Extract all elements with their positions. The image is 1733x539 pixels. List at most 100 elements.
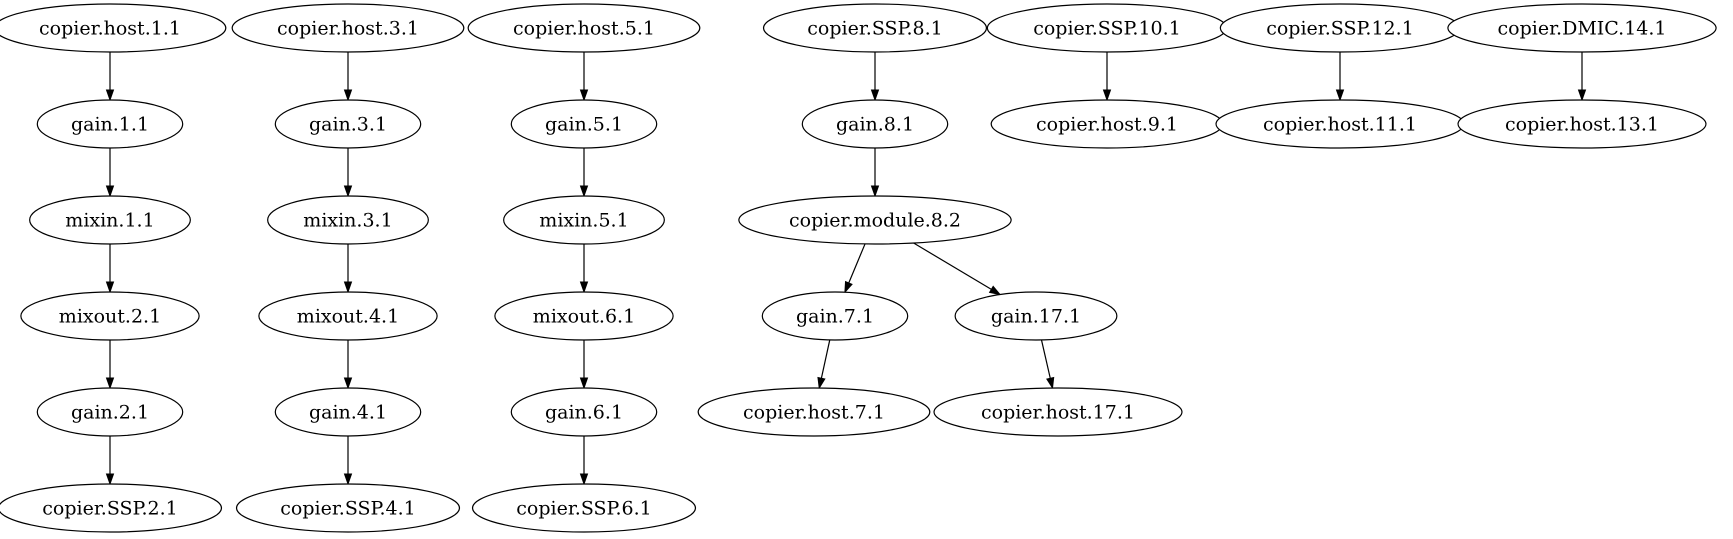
edge-mixin.5.1-to-mixout.6.1 xyxy=(579,244,589,294)
edge-gain.17.1-to-copier.host.17.1 xyxy=(1040,339,1055,390)
edge-arrowhead-icon xyxy=(105,473,115,486)
edge-copier.DMIC.14.1-to-copier.host.13.1 xyxy=(1577,52,1587,102)
graph-node-mixout.2.1: mixout.2.1 xyxy=(20,291,200,341)
edge-arrowhead-icon xyxy=(1102,89,1112,102)
edge-copier.host.5.1-to-gain.5.1 xyxy=(579,52,589,102)
node-ellipse xyxy=(267,195,429,245)
graph-node-mixout.6.1: mixout.6.1 xyxy=(494,291,674,341)
edge-arrowhead-icon xyxy=(579,473,589,486)
graph-node-gain.4.1: gain.4.1 xyxy=(274,387,422,437)
graph-node-copier.SSP.4.1: copier.SSP.4.1 xyxy=(235,483,461,533)
edge-arrowhead-icon xyxy=(105,377,115,390)
graph-node-copier.host.7.1: copier.host.7.1 xyxy=(697,387,931,437)
edge-arrowhead-icon xyxy=(844,280,853,294)
edge-arrowhead-icon xyxy=(579,281,589,294)
edge-arrowhead-icon xyxy=(105,281,115,294)
edge-copier.host.1.1-to-gain.1.1 xyxy=(105,52,115,102)
graph-node-gain.6.1: gain.6.1 xyxy=(510,387,658,437)
edge-arrowhead-icon xyxy=(105,185,115,198)
graph-node-gain.3.1: gain.3.1 xyxy=(274,99,422,149)
graph-node-gain.17.1: gain.17.1 xyxy=(954,291,1118,341)
node-label: copier.SSP.12.1 xyxy=(1266,18,1414,40)
edge-line xyxy=(913,242,992,290)
graph-node-mixin.5.1: mixin.5.1 xyxy=(503,195,665,245)
edge-gain.5.1-to-mixin.5.1 xyxy=(579,148,589,198)
node-ellipse xyxy=(503,195,665,245)
node-label: copier.SSP.2.1 xyxy=(42,498,178,520)
edge-arrowhead-icon xyxy=(579,377,589,390)
graph-node-copier.SSP.2.1: copier.SSP.2.1 xyxy=(0,483,223,533)
graph-node-copier.host.17.1: copier.host.17.1 xyxy=(933,387,1183,437)
node-layer: copier.host.1.1gain.1.1mixin.1.1mixout.2… xyxy=(0,3,1717,533)
node-ellipse xyxy=(933,387,1183,437)
node-label: copier.host.9.1 xyxy=(1036,114,1178,136)
edge-arrowhead-icon xyxy=(343,281,353,294)
graph-node-copier.host.5.1: copier.host.5.1 xyxy=(467,3,701,53)
edge-mixout.2.1-to-gain.2.1 xyxy=(105,340,115,390)
node-label: copier.DMIC.14.1 xyxy=(1498,18,1667,40)
graph-node-copier.host.9.1: copier.host.9.1 xyxy=(990,99,1224,149)
node-ellipse xyxy=(29,195,191,245)
graph-node-mixin.1.1: mixin.1.1 xyxy=(29,195,191,245)
edge-copier.module.8.2-to-gain.7.1 xyxy=(844,243,866,294)
node-label: gain.8.1 xyxy=(836,114,914,136)
node-label: mixout.6.1 xyxy=(533,306,635,328)
node-label: copier.host.17.1 xyxy=(981,402,1135,424)
graph-node-copier.host.11.1: copier.host.11.1 xyxy=(1215,99,1465,149)
graph-node-gain.5.1: gain.5.1 xyxy=(510,99,658,149)
edge-line xyxy=(1040,339,1051,379)
node-label: gain.6.1 xyxy=(545,402,623,424)
edge-gain.1.1-to-mixin.1.1 xyxy=(105,148,115,198)
graph-node-gain.8.1: gain.8.1 xyxy=(801,99,949,149)
graph-node-copier.SSP.10.1: copier.SSP.10.1 xyxy=(986,3,1228,53)
graph-node-copier.SSP.12.1: copier.SSP.12.1 xyxy=(1219,3,1461,53)
node-ellipse xyxy=(1447,3,1717,53)
node-ellipse xyxy=(274,99,422,149)
node-label: copier.host.3.1 xyxy=(277,18,419,40)
node-ellipse xyxy=(761,291,909,341)
edge-arrowhead-icon xyxy=(579,89,589,102)
edge-copier.SSP.10.1-to-copier.host.9.1 xyxy=(1102,52,1112,102)
node-label: mixout.2.1 xyxy=(59,306,161,328)
edge-copier.module.8.2-to-gain.17.1 xyxy=(913,242,1002,296)
node-ellipse xyxy=(801,99,949,149)
edge-arrowhead-icon xyxy=(870,185,880,198)
edge-arrowhead-icon xyxy=(343,185,353,198)
edge-arrowhead-icon xyxy=(1335,89,1345,102)
node-label: gain.3.1 xyxy=(309,114,387,136)
graph-node-copier.host.13.1: copier.host.13.1 xyxy=(1457,99,1707,149)
edge-arrowhead-icon xyxy=(870,89,880,102)
edge-copier.SSP.12.1-to-copier.host.11.1 xyxy=(1335,52,1345,102)
graph-node-copier.SSP.8.1: copier.SSP.8.1 xyxy=(762,3,988,53)
node-label: mixin.1.1 xyxy=(65,210,154,232)
node-label: gain.4.1 xyxy=(309,402,387,424)
edge-arrowhead-icon xyxy=(343,89,353,102)
edge-line xyxy=(848,243,866,284)
edge-mixin.1.1-to-mixout.2.1 xyxy=(105,244,115,294)
node-label: mixout.4.1 xyxy=(297,306,399,328)
node-ellipse xyxy=(235,483,461,533)
node-label: copier.host.7.1 xyxy=(743,402,885,424)
node-ellipse xyxy=(231,3,465,53)
node-ellipse xyxy=(1457,99,1707,149)
graph-node-copier.SSP.6.1: copier.SSP.6.1 xyxy=(471,483,697,533)
node-ellipse xyxy=(467,3,701,53)
node-label: mixin.5.1 xyxy=(539,210,628,232)
node-label: copier.SSP.8.1 xyxy=(807,18,943,40)
node-label: copier.host.5.1 xyxy=(513,18,655,40)
node-label: copier.host.1.1 xyxy=(39,18,181,40)
node-ellipse xyxy=(20,291,200,341)
edge-arrowhead-icon xyxy=(817,376,826,390)
node-ellipse xyxy=(36,387,184,437)
node-ellipse xyxy=(738,195,1012,245)
node-label: gain.5.1 xyxy=(545,114,623,136)
edge-gain.3.1-to-mixin.3.1 xyxy=(343,148,353,198)
edge-arrowhead-icon xyxy=(105,89,115,102)
node-label: copier.host.11.1 xyxy=(1263,114,1417,136)
node-label: gain.7.1 xyxy=(796,306,874,328)
graph-node-mixin.3.1: mixin.3.1 xyxy=(267,195,429,245)
edge-arrowhead-icon xyxy=(1046,376,1055,390)
edge-gain.6.1-to-copier.SSP.6.1 xyxy=(579,436,589,486)
